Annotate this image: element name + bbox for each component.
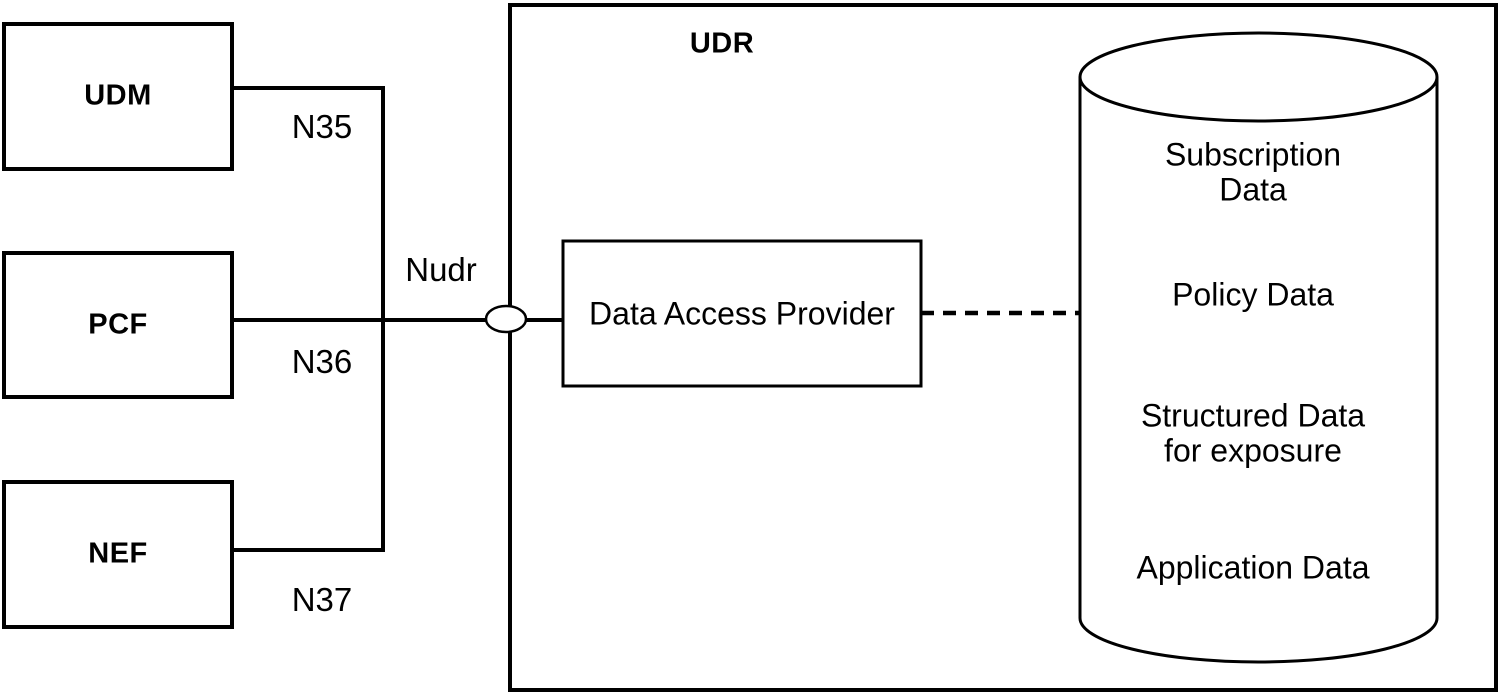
database-cylinder-body	[1078, 77, 1439, 664]
application-data-label: Application Data	[1136, 549, 1370, 586]
nef-box	[2, 480, 234, 629]
nudr-label: Nudr	[405, 251, 477, 289]
n37-label: N37	[291, 581, 353, 619]
structured-data-label: Structured Data for exposure	[1140, 397, 1366, 468]
udr-box	[508, 3, 1498, 692]
nef-label: NEF	[88, 537, 148, 570]
subscription-data-label: Subscription Data	[1164, 136, 1342, 207]
nudr-interface-point	[484, 304, 528, 334]
pcf-box	[2, 251, 234, 399]
n35-label: N35	[291, 108, 353, 146]
udm-label: UDM	[84, 79, 152, 112]
data-access-provider-label: Data Access Provider	[589, 295, 895, 332]
policy-data-label: Policy Data	[1172, 276, 1334, 313]
n36-label: N36	[291, 343, 353, 381]
database-cylinder-top	[1078, 31, 1439, 123]
udr-title: UDR	[689, 27, 755, 60]
udm-box	[2, 22, 234, 171]
pcf-label: PCF	[88, 308, 148, 341]
